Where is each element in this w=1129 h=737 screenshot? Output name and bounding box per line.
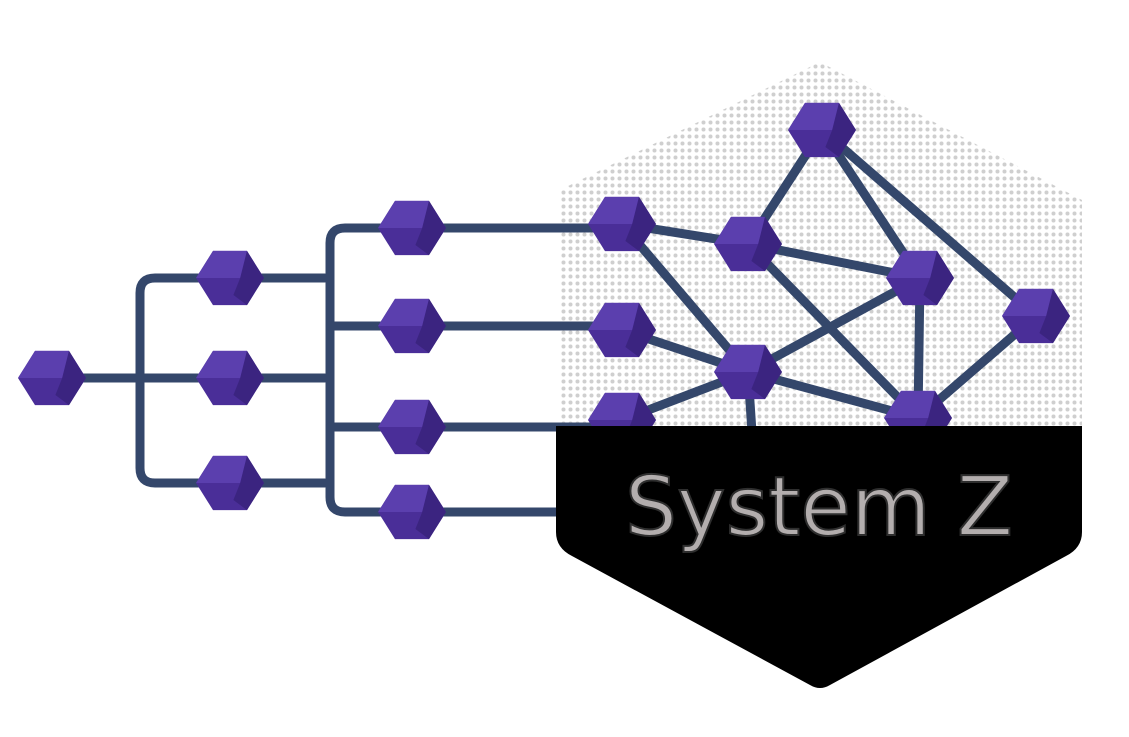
node-icon	[18, 350, 86, 406]
logo-title: System Z	[625, 460, 1013, 555]
node-icon	[788, 102, 856, 158]
dotted-hexagon-background	[560, 62, 1082, 440]
network-nodes	[18, 102, 1070, 540]
node-icon	[196, 350, 264, 406]
node-icon	[196, 250, 264, 306]
node-icon	[714, 216, 782, 272]
node-icon	[196, 455, 264, 511]
tree-connectors	[47, 223, 625, 517]
node-icon	[378, 399, 446, 455]
node-icon	[1002, 288, 1070, 344]
node-icon	[588, 196, 656, 252]
node-icon	[886, 250, 954, 306]
node-icon	[378, 298, 446, 354]
node-icon	[588, 302, 656, 358]
title-badge	[556, 426, 1082, 688]
node-icon	[714, 344, 782, 400]
node-icon	[378, 200, 446, 256]
node-icon	[378, 484, 446, 540]
